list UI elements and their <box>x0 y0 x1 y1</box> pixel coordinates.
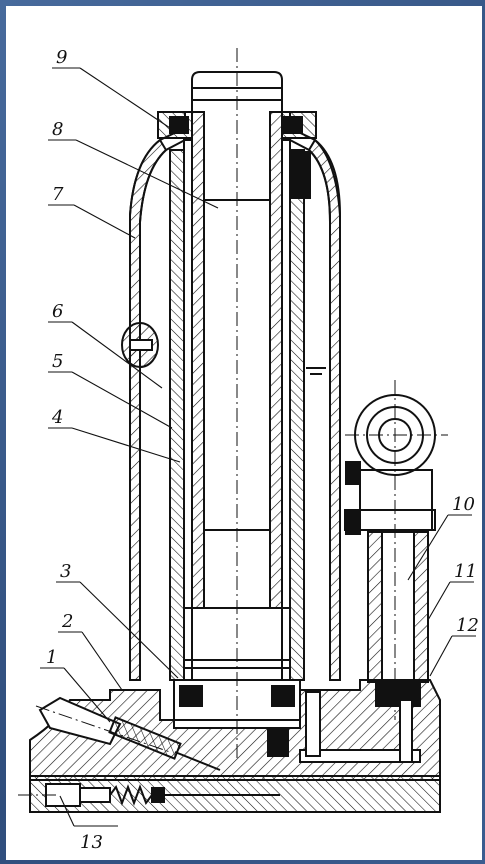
leader-6 <box>71 321 163 389</box>
valve-seat <box>151 787 165 803</box>
cylinder-wall-left <box>169 149 185 681</box>
label-4: 4 <box>51 407 63 428</box>
pump-nut-1 <box>345 461 361 485</box>
top-seal-left <box>169 116 189 134</box>
piston-seal-left <box>179 685 203 707</box>
label-8: 8 <box>52 119 63 140</box>
label-6: 6 <box>52 301 63 322</box>
label-10: 10 <box>452 494 475 515</box>
pump-plunger <box>381 531 415 683</box>
housing-wall-right <box>307 138 341 681</box>
gland-seal-right <box>289 151 311 199</box>
leader-1 <box>63 667 111 723</box>
cylinder-wall-right <box>289 149 305 681</box>
leader-13 <box>59 795 75 827</box>
leader-11 <box>427 581 451 621</box>
label-13: 13 <box>80 832 103 853</box>
label-1: 1 <box>46 647 57 668</box>
cylinder-liner-right <box>281 139 291 681</box>
callout-labels: 9 8 7 6 5 4 3 2 1 10 11 12 13 <box>46 47 479 853</box>
label-9: 9 <box>56 47 67 68</box>
housing-wall-left <box>129 138 168 681</box>
oil-channel <box>299 749 421 763</box>
valve-body <box>79 787 111 803</box>
label-3: 3 <box>60 561 71 582</box>
top-seal-right <box>283 116 303 134</box>
leader-2 <box>81 631 123 691</box>
leader-10 <box>407 514 449 581</box>
leader-3 <box>79 581 179 679</box>
leader-5 <box>71 371 173 429</box>
leader-4 <box>71 427 181 463</box>
label-5: 5 <box>52 351 63 372</box>
ram-wall-left <box>191 111 205 609</box>
label-11: 11 <box>454 561 477 582</box>
cylinder-liner-left <box>183 139 193 681</box>
axis-lines <box>18 48 448 796</box>
valve-ball <box>267 729 289 757</box>
pump-nut-2 <box>345 511 361 535</box>
leader-7 <box>73 204 136 239</box>
leader-12 <box>429 635 453 677</box>
piston-seal-right <box>271 685 295 707</box>
leader-9 <box>79 67 171 129</box>
label-12: 12 <box>456 615 479 636</box>
label-2: 2 <box>61 611 73 632</box>
pump-bracket <box>359 469 433 531</box>
label-7: 7 <box>52 184 64 205</box>
oil-channel-2 <box>305 691 321 757</box>
release-needle <box>174 751 221 771</box>
leader-lines <box>40 67 476 827</box>
jack-body-group <box>29 71 441 813</box>
ram-wall-right <box>269 111 283 609</box>
leader-8 <box>75 139 219 209</box>
filler-plug-slot <box>129 339 153 351</box>
release-screw <box>108 716 182 760</box>
valve-spring <box>109 784 153 806</box>
oil-channel-vertical <box>399 699 413 763</box>
